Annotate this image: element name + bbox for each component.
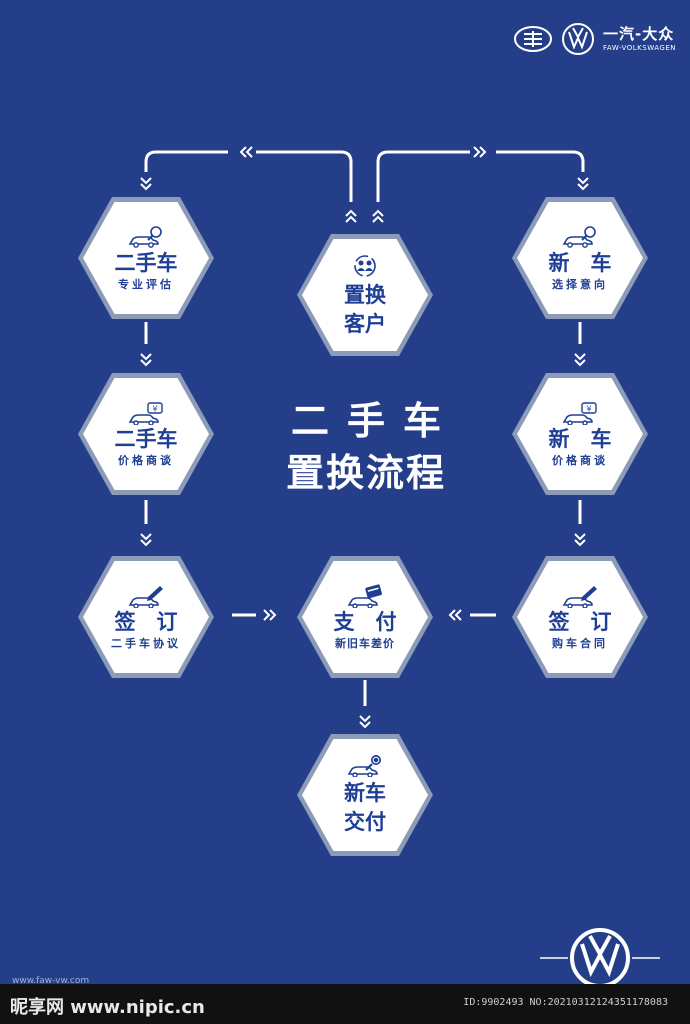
chevrons-right-top — [473, 146, 487, 158]
car-yen-icon: ¥ — [128, 402, 163, 425]
chevrons-right-sign — [263, 609, 277, 621]
node-title: 二手车 — [114, 427, 178, 451]
chevrons-down-used-3 — [140, 533, 152, 547]
people-cycle-icon — [354, 255, 376, 277]
main-title-line1: 二手车 — [290, 399, 459, 443]
car-yen-icon: ¥ — [562, 402, 597, 425]
node-subtitle: 购车合同 — [552, 637, 608, 650]
main-title-line2: 置换流程 — [285, 451, 446, 495]
chevrons-left-sign — [448, 609, 462, 621]
node-sign-purchase-contract: 签 订 购车合同 — [512, 556, 648, 678]
chevrons-left-top — [239, 146, 253, 158]
svg-text:¥: ¥ — [152, 405, 157, 414]
node-subtitle: 价格商谈 — [552, 454, 608, 467]
node-title: 二手车 — [114, 251, 178, 275]
chevrons-down-new — [577, 177, 589, 191]
node-subtitle: 新旧车差价 — [335, 637, 395, 650]
node-line2: 客户 — [344, 312, 386, 336]
website-url: www.faw-vw.com — [12, 976, 90, 986]
connector-customer-to-used — [144, 150, 353, 202]
car-magnifier-icon — [128, 226, 162, 248]
faw-logo-icon — [514, 26, 553, 52]
car-pen-icon — [562, 586, 597, 608]
node-trade-in-customer: 置换 客户 — [297, 234, 433, 356]
brand-text: 一汽-大众 FAW-VOLKSWAGEN — [603, 25, 676, 53]
chevrons-up-customer-left — [345, 209, 357, 223]
node-new-car-delivery: 新车 交付 — [297, 734, 433, 856]
brand-header: 一汽-大众 FAW-VOLKSWAGEN — [513, 22, 676, 56]
svg-text:¥: ¥ — [586, 405, 591, 414]
chevrons-down-used-2 — [140, 353, 152, 367]
node-subtitle: 二手车协议 — [111, 637, 181, 650]
chevrons-up-customer-right — [372, 209, 384, 223]
chevrons-down-new-2 — [574, 353, 586, 367]
vw-small-logo-icon — [562, 23, 595, 55]
car-card-icon — [347, 584, 382, 608]
node-title: 新 车 — [548, 427, 612, 451]
node-line1: 置换 — [344, 283, 386, 307]
node-title: 签 订 — [548, 610, 612, 634]
node-subtitle: 选择意向 — [552, 278, 608, 291]
node-subtitle: 专业评估 — [118, 278, 174, 291]
main-title: 二手车 置换流程 — [256, 395, 476, 499]
car-pen-icon — [128, 586, 163, 608]
car-magnifier-icon — [562, 226, 596, 248]
watermark-bar: 昵享网 www.nipic.cn ID:9902493 NO:202103121… — [0, 984, 690, 1024]
chevrons-down-used — [140, 177, 152, 191]
vw-logo-icon — [540, 928, 660, 988]
car-key-icon — [347, 755, 381, 777]
node-pay-price-difference: 支 付 新旧车差价 — [297, 556, 433, 678]
node-title: 新 车 — [548, 251, 612, 275]
node-subtitle: 价格商谈 — [118, 454, 174, 467]
node-new-car-price: ¥ 新 车 价格商谈 — [512, 373, 648, 495]
node-used-car-price: ¥ 二手车 价格商谈 — [78, 373, 214, 495]
watermark-site: 昵享网 www.nipic.cn — [10, 997, 205, 1018]
watermark-id: ID:9902493 NO:20210312124351178083 — [463, 997, 668, 1008]
brand-name-en: FAW-VOLKSWAGEN — [603, 44, 676, 52]
node-title: 支 付 — [333, 610, 397, 634]
node-line2: 交付 — [344, 810, 386, 834]
node-used-car-evaluation: 二手车 专业评估 — [78, 197, 214, 319]
chevrons-down-delivery — [359, 715, 371, 729]
connector-customer-to-new — [376, 150, 585, 202]
node-sign-used-car-agreement: 签 订 二手车协议 — [78, 556, 214, 678]
brand-name-cn: 一汽-大众 — [603, 25, 675, 43]
node-title: 签 订 — [114, 610, 178, 634]
node-line1: 新车 — [344, 781, 386, 805]
node-new-car-selection: 新 车 选择意向 — [512, 197, 648, 319]
chevrons-down-new-3 — [574, 533, 586, 547]
